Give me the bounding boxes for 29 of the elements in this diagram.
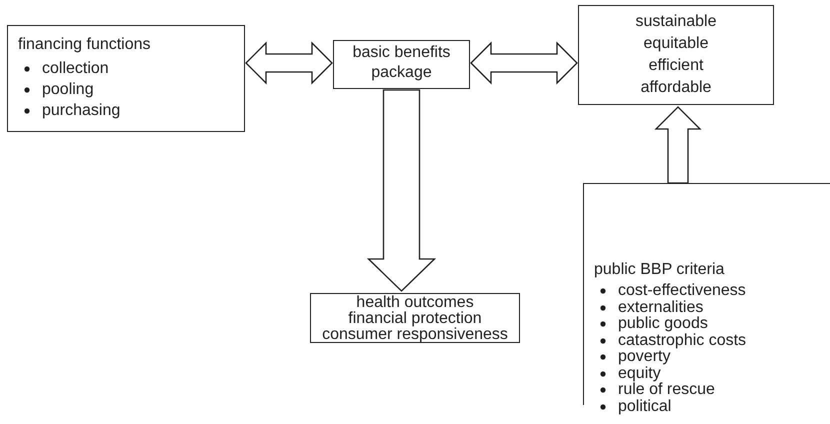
list-item: public goods: [618, 316, 708, 332]
list-item: pooling: [42, 80, 94, 100]
text-box: [7, 25, 245, 132]
text-box: [310, 293, 520, 343]
box-text: financial protection: [347, 311, 483, 327]
box-text: equitable: [642, 34, 710, 54]
block-arrow: [366, 89, 436, 292]
double-block-arrow: [245, 41, 333, 85]
list-item: political: [618, 398, 672, 415]
list-item: cost-effectiveness: [618, 283, 746, 300]
double-block-arrow: [470, 41, 578, 85]
list-item: poverty: [618, 349, 670, 366]
box-text: consumer responsiveness: [321, 327, 509, 343]
list-item: collection: [42, 59, 109, 79]
box-text: basic benefits package: [352, 43, 452, 83]
list-item: rule of rescue: [618, 382, 715, 398]
box-text: affordable: [640, 78, 712, 98]
list-item: externalities: [618, 300, 704, 316]
block-arrow: [654, 106, 702, 184]
group-heading: public BBP criteria: [594, 260, 726, 280]
box-text: efficient: [648, 56, 704, 76]
group-heading: financing functions: [18, 35, 152, 55]
box-text: health outcomes: [355, 295, 475, 311]
box-text: sustainable: [634, 12, 718, 32]
list-item: purchasing: [42, 101, 120, 121]
text-box: [333, 40, 470, 89]
text-box: [578, 5, 774, 105]
list-item: catastrophic costs: [618, 332, 746, 349]
list-item: equity: [618, 366, 661, 382]
